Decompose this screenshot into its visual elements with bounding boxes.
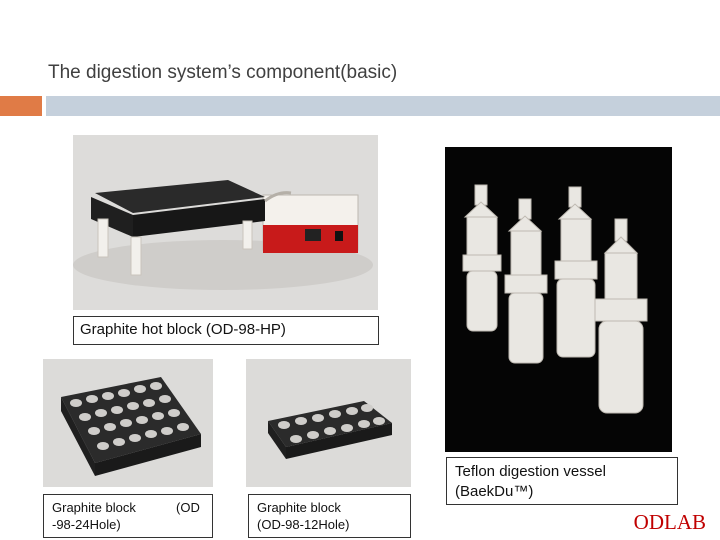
- block-12hole-photo: [246, 359, 411, 487]
- teflon-vessel-caption: Teflon digestion vessel (BaekDu™): [446, 457, 678, 505]
- block-24hole-caption-paren: (OD: [176, 500, 200, 515]
- block-12hole-caption-line1: Graphite block: [257, 500, 341, 515]
- block-24hole-caption: Graphite block (OD -98-24Hole): [43, 494, 213, 538]
- teflon-vessel-caption-line1: Teflon digestion vessel: [455, 463, 606, 480]
- hot-block-caption: Graphite hot block (OD-98-HP): [73, 316, 379, 345]
- block-24hole-caption-line1: Graphite block: [52, 500, 136, 515]
- accent-bar-gray: [46, 96, 720, 116]
- teflon-vessel-photo: [445, 147, 672, 452]
- hot-block-photo: [73, 135, 378, 310]
- brand-logo-text: ODLAB: [633, 510, 706, 534]
- block-12hole-caption-line2: (OD-98-12Hole): [257, 517, 350, 532]
- hot-block-caption-text: Graphite hot block (OD-98-HP): [80, 321, 286, 338]
- block-24hole-photo: [43, 359, 213, 487]
- accent-bar-orange: [0, 96, 42, 116]
- teflon-vessel-caption-line2: (BaekDu™): [455, 483, 534, 500]
- block-24hole-caption-line2: -98-24Hole): [52, 517, 121, 532]
- slide-title: The digestion system’s component(basic): [48, 62, 398, 83]
- block-12hole-caption: Graphite block (OD-98-12Hole): [248, 494, 411, 538]
